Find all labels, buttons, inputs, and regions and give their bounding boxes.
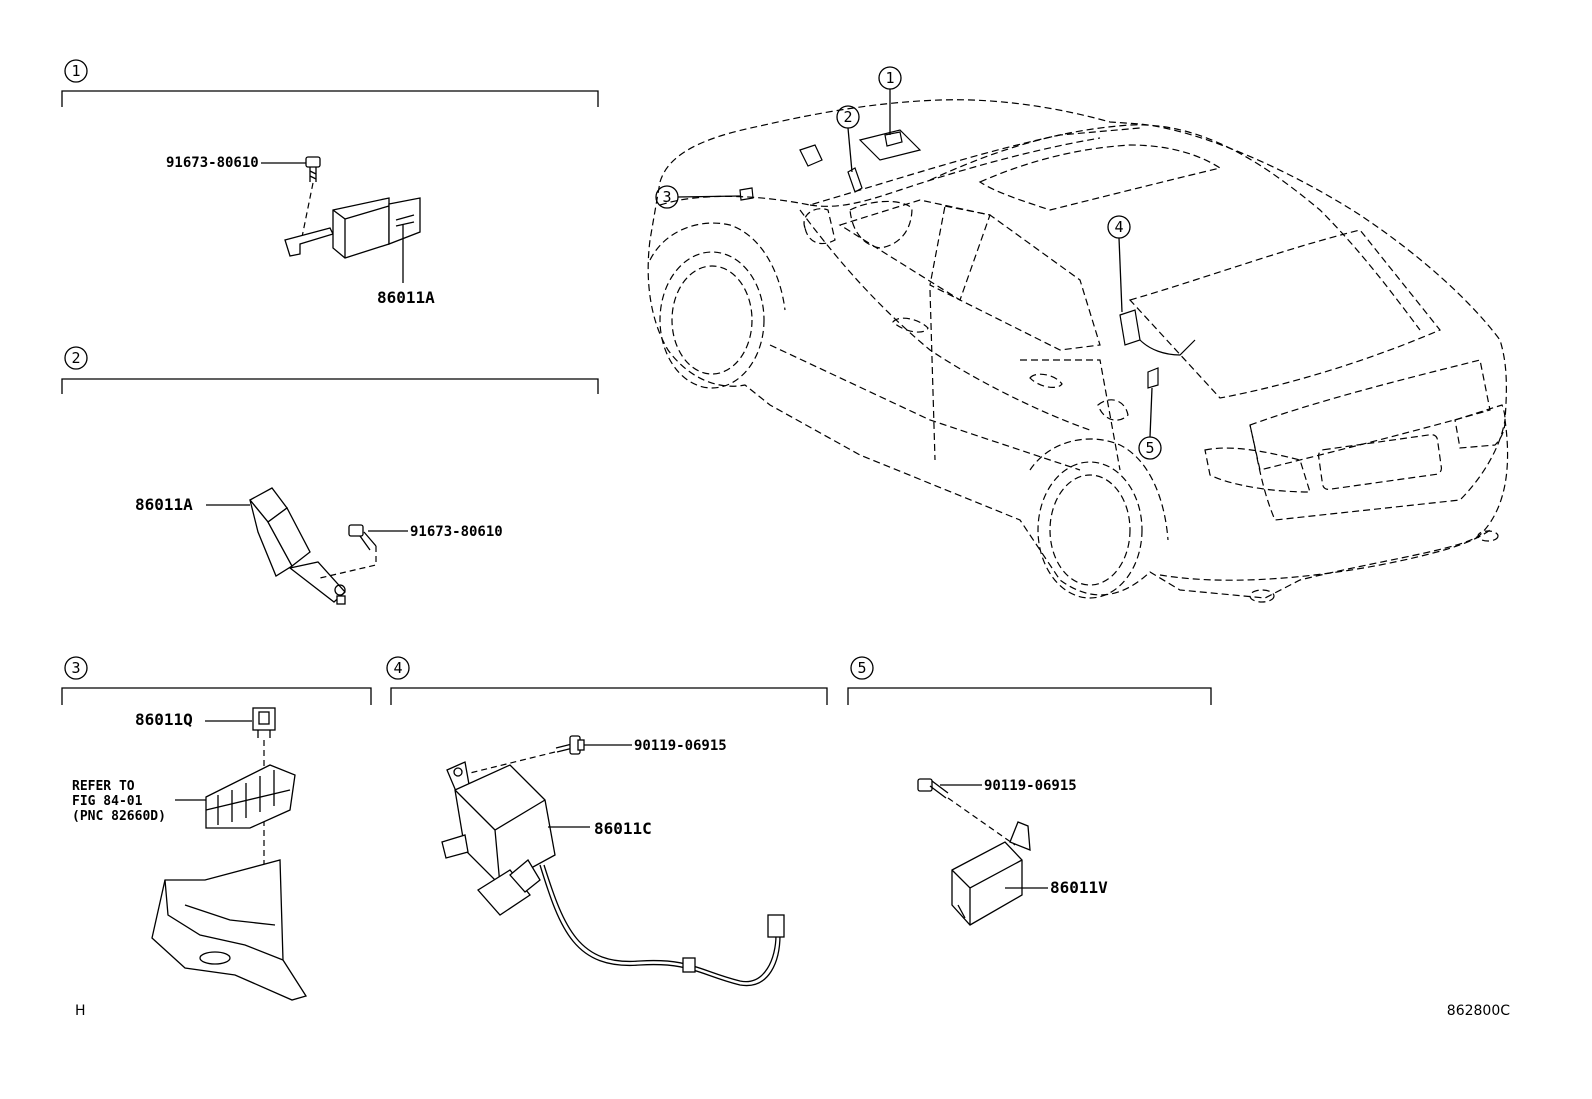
part-label-module[interactable]: 86011V	[1050, 878, 1108, 897]
part-label-bolt[interactable]: 90119-06915	[984, 778, 1077, 794]
section-5: 5 90119-06915 86011V	[847, 656, 1212, 926]
section-3-bracket	[61, 687, 372, 705]
bracket-icon	[151, 859, 308, 1001]
bolt-icon	[917, 778, 949, 799]
part-label-relay[interactable]: 86011A	[135, 495, 193, 514]
section-1-bracket	[61, 90, 599, 107]
section-3-marker	[64, 656, 88, 680]
car-callout-3: 3	[655, 185, 741, 209]
section-5-number: 5	[857, 659, 866, 677]
part-label-module[interactable]: 86011C	[594, 819, 652, 838]
section-2-number: 2	[71, 349, 80, 367]
bolt-icon	[555, 735, 585, 755]
module-icon	[441, 761, 556, 916]
svg-text:5: 5	[1145, 439, 1154, 457]
module-icon	[951, 821, 1031, 926]
part-label-relay[interactable]: 86011A	[377, 288, 435, 307]
section-5-bracket	[847, 687, 1212, 705]
refer-line-1: REFER TO	[72, 779, 135, 794]
car-overview: 1 2 3 4 5	[647, 66, 1509, 603]
section-3-number: 3	[71, 659, 80, 677]
section-4-bracket	[390, 687, 828, 705]
footer-left-code: H	[75, 1003, 86, 1019]
section-1: 1 91673-80610 86011A	[61, 59, 599, 307]
section-2: 2 86011A 91673-80610	[61, 346, 599, 605]
section-2-bracket	[61, 378, 599, 394]
relay-block-icon	[205, 764, 296, 829]
relay-icon	[252, 707, 276, 738]
diagram-code: 862800C	[1447, 1003, 1510, 1019]
section-1-number: 1	[71, 62, 80, 80]
fastener-path	[469, 751, 556, 774]
section-2-marker	[64, 346, 88, 370]
section-4: 4 90119-06915 86011C	[386, 656, 828, 987]
refer-line-3: (PNC 82660D)	[72, 809, 166, 824]
relay-icon	[249, 487, 346, 605]
relay-icon	[284, 197, 421, 259]
fastener-path	[300, 182, 314, 243]
section-4-number: 4	[393, 659, 402, 677]
car-callout-2: 2	[836, 105, 860, 173]
fastener-path	[947, 797, 1016, 846]
svg-text:4: 4	[1114, 218, 1123, 236]
part-label-bolt[interactable]: 90119-06915	[634, 738, 727, 754]
cable-icon	[539, 864, 785, 987]
part-label-bolt[interactable]: 91673-80610	[166, 155, 259, 171]
section-1-marker	[64, 59, 88, 83]
svg-text:1: 1	[885, 69, 894, 87]
car-callout-5: 5	[1138, 387, 1162, 460]
section-5-marker	[850, 656, 874, 680]
section-3: 3 86011Q REFER TO FIG 84-01 (PNC 82660D)	[61, 656, 372, 1001]
refer-line-2: FIG 84-01	[72, 794, 143, 809]
car-callout-4: 4	[1107, 215, 1131, 313]
bolt-icon	[305, 156, 321, 182]
car-callout-1: 1	[878, 66, 902, 135]
part-label-bolt[interactable]: 91673-80610	[410, 524, 503, 540]
svg-text:3: 3	[662, 188, 671, 206]
bolt-icon	[348, 524, 377, 551]
section-4-marker	[386, 656, 410, 680]
part-label-relay[interactable]: 86011Q	[135, 710, 193, 729]
svg-text:2: 2	[843, 108, 852, 126]
